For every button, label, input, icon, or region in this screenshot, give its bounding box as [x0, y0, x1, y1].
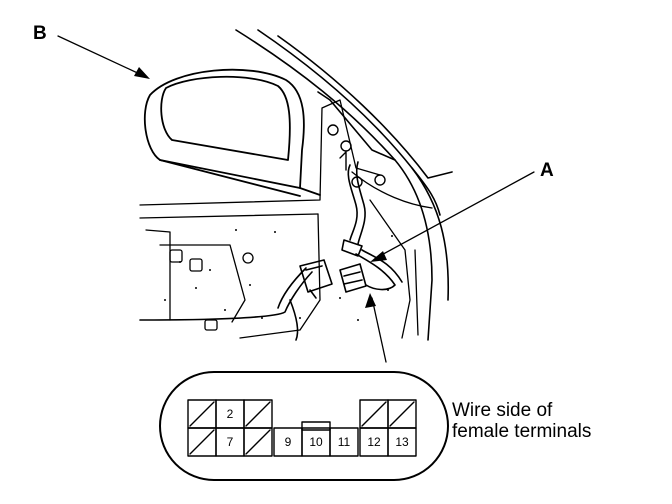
terminal-number: 11 — [338, 435, 351, 449]
terminal-cell-bottom-8 — [387, 427, 417, 457]
terminal-number: 12 — [367, 435, 381, 449]
leader-lines — [57, 35, 535, 363]
blank-terminal-slash — [361, 401, 387, 427]
harness-connector — [299, 259, 333, 299]
terminal-number: 9 — [285, 435, 292, 449]
connector-cells: 2 7 9 10 11 12 13 — [187, 399, 417, 457]
connector-latch — [301, 421, 331, 431]
terminal-number: 2 — [227, 407, 234, 421]
mirror-mount-bolts — [327, 124, 386, 188]
terminal-number: 7 — [227, 435, 234, 449]
mirror-connector-a — [339, 263, 367, 293]
door-panel — [139, 99, 433, 339]
blank-terminal-slash — [189, 401, 215, 427]
blank-terminal-slash — [245, 429, 271, 455]
wire-harness — [139, 161, 403, 341]
caption-line-2: female terminals — [452, 421, 592, 442]
connector-outline — [159, 371, 449, 481]
door-frame — [235, 29, 453, 341]
terminal-cell-bottom-3 — [243, 427, 273, 457]
terminal-cell-bottom-6 — [329, 427, 359, 457]
terminal-number: 13 — [395, 435, 409, 449]
callout-b: B — [33, 23, 47, 44]
arrowheads — [134, 67, 387, 308]
blank-terminal-slash — [245, 401, 271, 427]
door-texture — [164, 229, 393, 321]
callout-a: A — [540, 160, 554, 181]
blank-terminal-slash — [389, 401, 415, 427]
connector-face-diagram: 2 7 9 10 11 12 13 — [159, 371, 449, 481]
caption-line-1: Wire side of — [452, 400, 553, 421]
blank-terminal-slash — [189, 429, 215, 455]
connector-caption: Wire side of female terminals — [452, 400, 591, 442]
terminal-number: 10 — [309, 435, 323, 449]
side-mirror — [143, 68, 321, 197]
